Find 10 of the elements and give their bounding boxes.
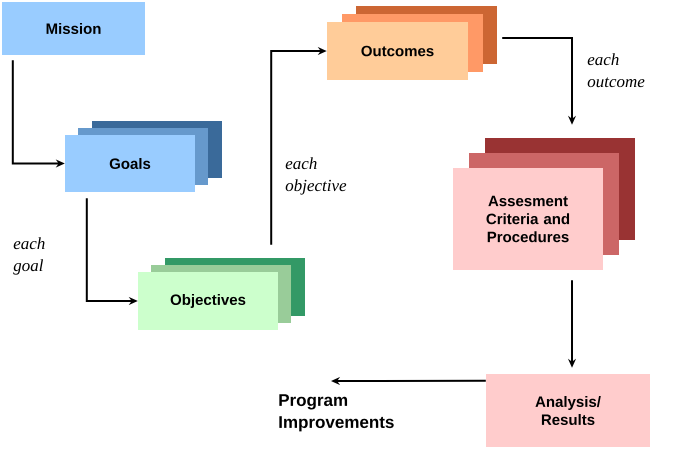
stacked-box: Goals <box>65 121 222 192</box>
stacked-box: Assesment Criteria and Procedures <box>453 138 635 270</box>
edge-label: each goal <box>13 237 45 275</box>
stacked-box: Outcomes <box>327 6 497 80</box>
box: Mission <box>2 2 145 55</box>
stacked-box: Objectives <box>138 258 305 330</box>
outcome-text: Program Improvements <box>279 394 394 432</box>
box: Analysis/ Results <box>486 374 650 447</box>
edge-label: each objective <box>286 157 346 195</box>
edge-label: each outcome <box>588 53 644 88</box>
